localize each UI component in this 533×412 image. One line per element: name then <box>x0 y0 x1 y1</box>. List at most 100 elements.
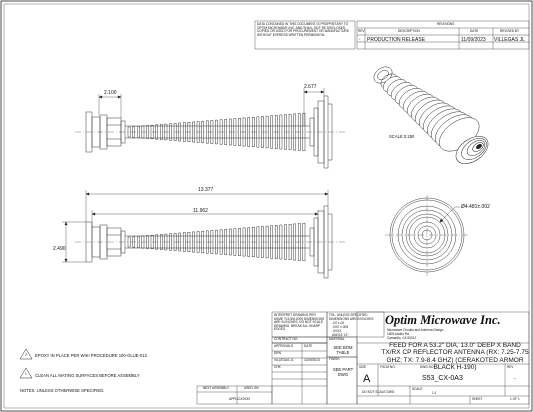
company-sub-1: Microwave Circuits and Antenna Design <box>387 328 444 332</box>
dim-top-right: 2.677 <box>304 84 317 90</box>
corrugation-fin <box>169 123 172 141</box>
application-label: APPLICATION <box>229 397 250 401</box>
corrugation-fin <box>219 229 223 255</box>
corrugation-fin <box>150 124 154 140</box>
scale-label: SCALE <box>412 387 423 391</box>
rev-header-revised-by: REVISED BY <box>500 29 520 33</box>
corrugation-fin <box>146 235 149 249</box>
company-sub-2: 1605 Adolfo Rd. <box>387 332 410 336</box>
note-balloons <box>19 348 33 379</box>
corrugation-fin <box>242 227 246 257</box>
tolerance-title: TOL. UNLESS SPECIFIED DIMENSIONS ARE IN … <box>329 313 374 321</box>
date-label: DATE <box>304 344 313 348</box>
material-value: SEE BOM TABLE <box>333 345 353 355</box>
corrugation-fin <box>127 236 131 248</box>
corrugation-fin <box>136 126 140 138</box>
scale-note: SCALE 0.250 <box>389 134 415 139</box>
corrugation-fin <box>132 236 136 248</box>
corrugation-fin <box>215 229 218 255</box>
corrugation-fin <box>293 113 297 151</box>
corrugation-fin <box>284 224 287 260</box>
corrugation-fin <box>205 120 209 144</box>
balloon-1-label: 1 <box>25 372 27 376</box>
rev-row-description: PRODUCTION RELEASE <box>367 37 426 43</box>
sheet-value: 1 OF 1 <box>510 397 520 401</box>
corrugation-fin <box>274 225 278 259</box>
corrugation-fin <box>192 231 195 253</box>
corrugation-fin <box>228 118 232 146</box>
corrugation-fin <box>270 225 274 259</box>
corrugation-fin <box>224 229 228 255</box>
corrugation-fin <box>242 117 246 147</box>
tolerance-xxxx: .XXXX <box>332 329 342 333</box>
corrugation-fin <box>164 233 168 251</box>
corrugation-fin <box>187 232 191 252</box>
size-label: SIZE <box>359 365 367 369</box>
proprietary-notice: DATA CONTAINED IN THIS DOCUMENT IS PROPR… <box>257 22 349 37</box>
corrugation-fin <box>192 121 195 143</box>
title-block-grid <box>196 311 530 405</box>
drawn-date: 11/09/2023 <box>304 358 320 362</box>
top-dimension-lines <box>98 88 325 126</box>
rev-row-rev: - <box>359 37 361 42</box>
top-side-view <box>75 95 345 169</box>
bottom-dimension-lines <box>62 190 329 263</box>
dwg-label: DWG NO. <box>420 365 435 369</box>
note-2: EPOXY IN PLACE PER WIKI PROCEDURE 100-GL… <box>35 353 147 358</box>
corrugation-fin <box>251 226 255 258</box>
balloon-2-label: 2 <box>25 353 27 357</box>
corrugation-fin <box>182 232 186 252</box>
corrugation-fin <box>136 236 140 248</box>
corrugation-fin <box>279 114 283 150</box>
next-assembly-label: NEXT ASSEMBLY <box>203 386 230 390</box>
rev-header-rev: REV <box>358 29 365 33</box>
rev-label: REV <box>507 365 514 369</box>
corrugation-fin <box>141 125 145 139</box>
corrugation-fin <box>187 122 191 142</box>
bottom-side-view <box>75 205 345 279</box>
company-name: Optim Microwave Inc. <box>385 313 501 327</box>
corrugation-fin <box>173 233 177 251</box>
part-number: S53_CX-0A3 <box>422 375 463 382</box>
corrugation-fin <box>238 228 241 256</box>
approvals-label: APPROVALS <box>274 344 294 348</box>
revision-table-title: REVISIONS <box>437 22 455 26</box>
corrugation-fin <box>178 122 182 142</box>
corrugation-fin <box>256 226 260 258</box>
corrugation-fin <box>155 124 159 140</box>
corrugation-fin <box>201 120 205 144</box>
rev-value: - <box>514 376 516 382</box>
corrugation-fin <box>256 116 260 148</box>
tolerance-angle: ANGLE ±1° <box>332 333 349 337</box>
corrugation-fin <box>261 116 264 148</box>
corrugation-fin <box>228 228 232 256</box>
tolerance-xx: .XX ±.02 <box>332 321 345 325</box>
corrugation-fin <box>196 231 200 253</box>
drawn-label: DRN <box>274 351 281 355</box>
corrugation-fin <box>159 234 163 250</box>
corrugation-fin <box>297 113 301 151</box>
corrugation-fin <box>274 115 278 149</box>
finish-label: FINISH <box>329 357 340 361</box>
cage-label: FSCM NO. <box>380 365 396 369</box>
corrugation-fin <box>279 224 283 260</box>
rev-header-date: DATE <box>470 29 479 33</box>
corrugation-fin <box>173 123 177 141</box>
corrugation-fin <box>132 126 136 138</box>
dim-top-left: 2.100 <box>104 90 117 96</box>
corrugation-fin <box>288 224 292 260</box>
corrugation-fin <box>219 119 223 145</box>
sheet-inner-border <box>3 3 530 409</box>
corrugation-fin <box>270 115 274 149</box>
corrugation-fin <box>288 114 292 150</box>
corrugation-fin <box>182 122 186 142</box>
top-corrugations <box>127 112 306 152</box>
dim-body-length: 11.962 <box>193 208 208 214</box>
corrugation-fin <box>265 115 269 149</box>
dim-left-height: 2.490 <box>53 246 66 252</box>
tolerance-xxx: .XXX ±.005 <box>332 325 349 329</box>
corrugation-fin <box>261 226 264 258</box>
proprietary-box <box>254 20 356 50</box>
dim-diameter-value: 4.481±.002 <box>464 204 490 210</box>
